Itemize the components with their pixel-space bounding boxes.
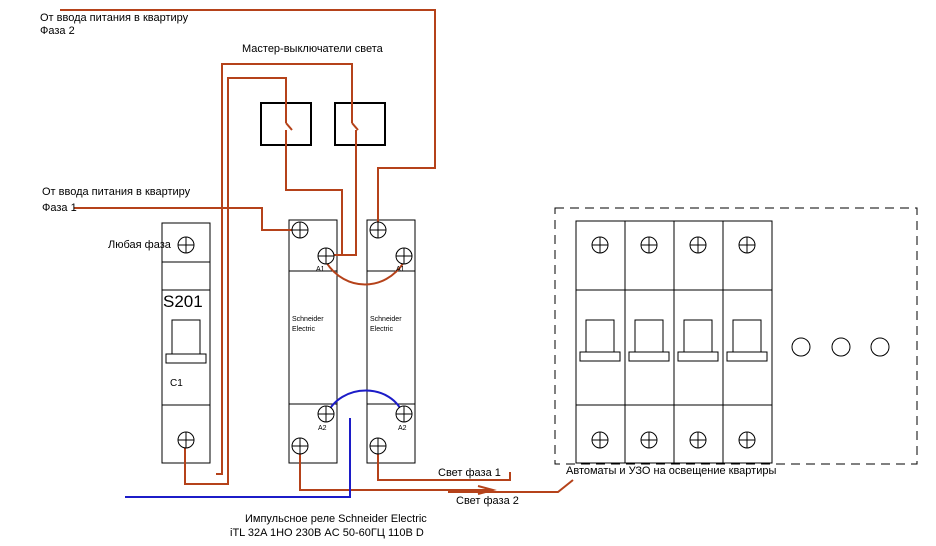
more-devices-dot <box>831 337 851 357</box>
more-devices-dot <box>870 337 890 357</box>
phase1-feed-wire <box>74 207 300 231</box>
any-phase-label: Любая фаза <box>108 239 172 251</box>
terminal <box>177 221 756 455</box>
phase1-label-line1: От ввода питания в квартиру <box>42 186 191 198</box>
light-phase2-label: Свет фаза 2 <box>456 495 519 507</box>
more-devices-dot <box>791 337 811 357</box>
breaker-s201 <box>161 222 211 464</box>
phase2-label-line2: Фаза 2 <box>40 25 75 37</box>
breaker-model-label: S201 <box>163 292 203 311</box>
breaker-rating-label: C1 <box>170 378 183 389</box>
phase2-label-line1: От ввода питания в квартиру <box>40 12 189 24</box>
panel-breaker-1 <box>575 220 626 464</box>
phase2-feed-wire <box>60 9 436 232</box>
phase1-label-line2: Фаза 1 <box>42 202 77 214</box>
light-phase1-wire <box>377 444 511 481</box>
a1-jumper-wire <box>325 261 405 286</box>
relay2-a2-label: A2 <box>398 425 407 432</box>
master-switches-label: Мастер-выключатели света <box>242 43 384 55</box>
panel-breaker-3 <box>673 220 724 464</box>
relay1-a2-label: A2 <box>318 425 327 432</box>
light-phase2-wire <box>299 444 493 491</box>
relay2-brand-line2: Electric <box>370 326 393 333</box>
panel-breaker-4 <box>722 220 773 464</box>
switch-feed-wire-1 <box>184 77 287 485</box>
panel-breaker-2 <box>624 220 675 464</box>
switch-feed-wire-2 <box>216 63 353 475</box>
relay2-brand-line1: Schneider <box>370 316 402 323</box>
relay1-brand-line1: Schneider <box>292 316 324 323</box>
switch2-to-relay-a1-wire <box>332 130 357 256</box>
relay1-a1-label: A1 <box>316 266 325 273</box>
to-panel-arrow <box>448 479 574 493</box>
master-switch-2 <box>334 102 386 146</box>
a2-jumper-wire <box>325 389 405 417</box>
light-phase1-label: Свет фаза 1 <box>438 467 501 479</box>
lighting-panel-frame <box>554 207 918 465</box>
relay-caption-line2: iTL 32A 1НО 230В AC 50-60ГЦ 110В D <box>230 527 424 539</box>
relay-caption-line1: Импульсное реле Schneider Electric <box>245 513 427 525</box>
neutral-wire <box>125 418 351 498</box>
panel-caption: Автоматы и УЗО на освещение квартиры <box>566 465 776 477</box>
relay1-brand-line2: Electric <box>292 326 315 333</box>
relay2-a1-label: A1 <box>396 266 405 273</box>
